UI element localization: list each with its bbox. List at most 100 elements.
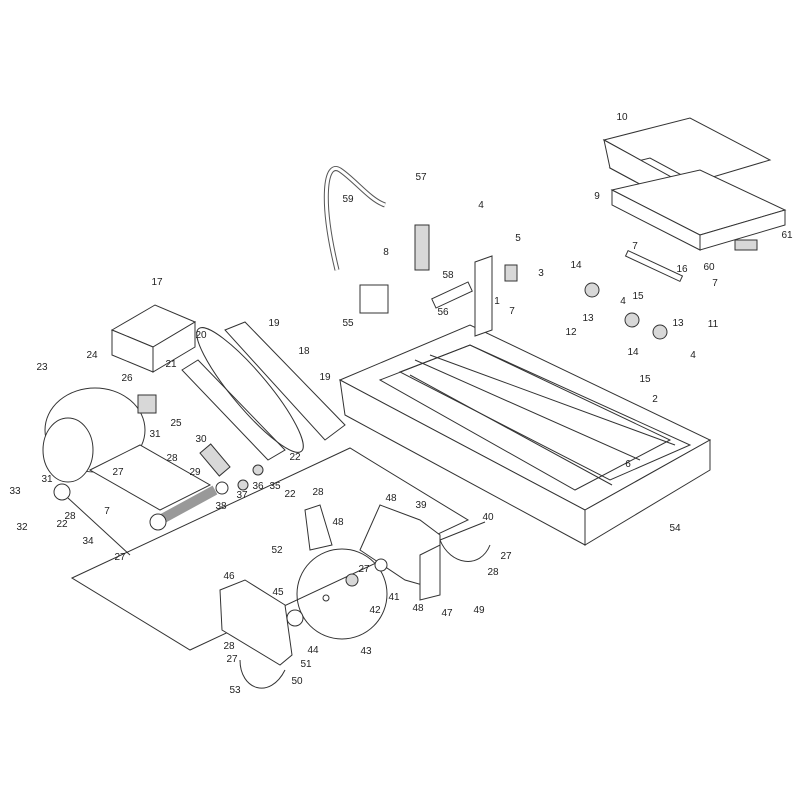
- motor: [42, 387, 231, 511]
- part-callout-15: 15: [632, 291, 644, 302]
- part-callout-27: 27: [112, 467, 124, 478]
- part-callout-27: 27: [226, 654, 238, 665]
- part-callout-7: 7: [712, 278, 718, 289]
- part-callout-9: 9: [594, 191, 600, 202]
- part-callout-28: 28: [166, 453, 178, 464]
- part-callout-37: 37: [236, 490, 248, 501]
- part-callout-35: 35: [269, 481, 281, 492]
- part-callout-13: 13: [672, 318, 684, 329]
- part-callout-23: 23: [36, 362, 48, 373]
- part-callout-7: 7: [104, 506, 110, 517]
- part-callout-52: 52: [271, 545, 283, 556]
- part-callout-53: 53: [229, 685, 241, 696]
- part-callout-22: 22: [289, 452, 301, 463]
- part-callout-48: 48: [332, 517, 344, 528]
- part-callout-5: 5: [515, 233, 521, 244]
- part-callout-6: 6: [625, 459, 631, 470]
- part-callout-22: 22: [56, 519, 68, 530]
- part-callout-60: 60: [703, 262, 715, 273]
- part-callout-28: 28: [223, 641, 235, 652]
- part-callout-29: 29: [189, 467, 201, 478]
- belt-guard: [181, 321, 346, 461]
- part-callout-27: 27: [358, 564, 370, 575]
- part-callout-20: 20: [195, 330, 207, 341]
- water-pump: [359, 284, 389, 314]
- part-callout-42: 42: [369, 605, 381, 616]
- label-plate: [504, 264, 518, 282]
- part-callout-4: 4: [620, 296, 626, 307]
- part-callout-54: 54: [669, 523, 681, 534]
- inner-flange: [345, 573, 359, 587]
- part-callout-3: 3: [538, 268, 544, 279]
- part-callout-22: 22: [284, 489, 296, 500]
- part-callout-14: 14: [627, 347, 639, 358]
- part-callout-47: 47: [441, 608, 453, 619]
- rod: [431, 281, 473, 309]
- part-callout-56: 56: [437, 307, 449, 318]
- part-callout-39: 39: [415, 500, 427, 511]
- part-callout-17: 17: [151, 277, 163, 288]
- part-callout-26: 26: [121, 373, 133, 384]
- part-callout-48: 48: [412, 603, 424, 614]
- part-callout-4: 4: [478, 200, 484, 211]
- blade-head: [359, 504, 491, 601]
- part-callout-41: 41: [388, 592, 400, 603]
- part-callout-25: 25: [170, 418, 182, 429]
- part-callout-40: 40: [482, 512, 494, 523]
- guard-flap: [239, 659, 286, 689]
- part-callout-55: 55: [342, 318, 354, 329]
- part-callout-21: 21: [165, 359, 177, 370]
- part-callout-43: 43: [360, 646, 372, 657]
- part-callout-13: 13: [582, 313, 594, 324]
- part-callout-19: 19: [319, 372, 331, 383]
- part-callout-4: 4: [690, 350, 696, 361]
- part-callout-45: 45: [272, 587, 284, 598]
- part-callout-1: 1: [494, 296, 500, 307]
- rail-frame: [398, 344, 692, 486]
- part-callout-50: 50: [291, 676, 303, 687]
- part-callout-2: 2: [652, 394, 658, 405]
- blade-guard-upper: [304, 504, 333, 551]
- part-callout-8: 8: [383, 247, 389, 258]
- rollers: [584, 249, 684, 340]
- part-callout-33: 33: [9, 486, 21, 497]
- blade-guard-side: [219, 579, 293, 666]
- washer: [374, 558, 388, 572]
- part-callout-10: 10: [616, 112, 628, 123]
- part-callout-38: 38: [215, 501, 227, 512]
- frame-base-tub: [338, 324, 712, 546]
- part-callout-32: 32: [16, 522, 28, 533]
- part-callout-59: 59: [342, 194, 354, 205]
- part-callout-31: 31: [149, 429, 161, 440]
- part-callout-44: 44: [307, 645, 319, 656]
- part-callout-27: 27: [500, 551, 512, 562]
- part-callout-28: 28: [64, 511, 76, 522]
- part-callout-12: 12: [565, 327, 577, 338]
- part-callout-31: 31: [41, 474, 53, 485]
- part-callout-14: 14: [570, 260, 582, 271]
- part-callout-11: 11: [707, 319, 719, 330]
- part-callout-19: 19: [268, 318, 280, 329]
- water-tank: [110, 304, 197, 373]
- motor-links: [53, 464, 264, 556]
- outer-flange: [286, 609, 304, 627]
- part-callout-34: 34: [82, 536, 94, 547]
- part-callout-48: 48: [385, 493, 397, 504]
- part-callout-16: 16: [676, 264, 688, 275]
- part-callout-57: 57: [415, 172, 427, 183]
- part-callout-51: 51: [300, 659, 312, 670]
- part-callout-28: 28: [312, 487, 324, 498]
- part-callout-7: 7: [632, 241, 638, 252]
- saw-blade: [296, 548, 388, 640]
- floor-plane-outline: [70, 447, 470, 651]
- part-callout-18: 18: [298, 346, 310, 357]
- sliding-table: [610, 169, 787, 251]
- part-callout-46: 46: [223, 571, 235, 582]
- part-callout-49: 49: [473, 605, 485, 616]
- part-callout-58: 58: [442, 270, 454, 281]
- part-callout-24: 24: [86, 350, 98, 361]
- part-callout-27: 27: [114, 552, 126, 563]
- part-callout-15: 15: [639, 374, 651, 385]
- spring: [414, 224, 430, 271]
